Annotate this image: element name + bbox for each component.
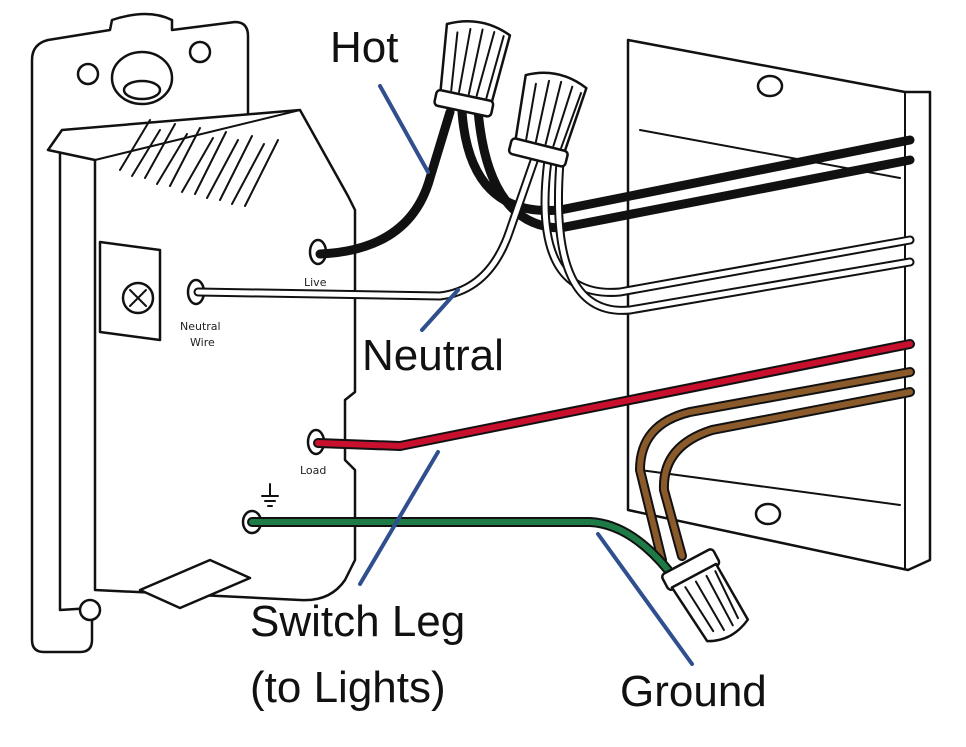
switch-leg-label-line2: (to Lights) <box>250 663 446 712</box>
box-mount-hole-bottom <box>754 502 782 526</box>
ground-label: Ground <box>620 667 767 716</box>
neutral-wire-switch <box>195 155 538 299</box>
hot-wire-switch <box>315 107 455 259</box>
wire-nut-hot <box>433 20 512 118</box>
hot-label: Hot <box>330 23 398 72</box>
ground-wire-switch <box>249 519 671 573</box>
leader-lines <box>358 84 694 666</box>
ground-symbol-icon <box>261 483 279 507</box>
wire-nut-ground <box>661 548 750 643</box>
hot-leader <box>378 84 430 174</box>
neutral-wire-box-2 <box>555 159 913 313</box>
switch-leg-wire <box>315 341 913 449</box>
neutral-leader <box>420 288 460 332</box>
neutral-wire-box-1 <box>542 157 913 295</box>
neutral-label: Neutral <box>362 331 504 380</box>
switch-leg-leader <box>358 450 440 586</box>
box-mount-hole-top <box>756 74 784 98</box>
hot-wire-box-2 <box>473 105 915 233</box>
ground-leader <box>596 532 694 666</box>
switch-device <box>30 12 357 654</box>
ground-wire-box-1 <box>636 369 913 563</box>
live-terminal-label: Live <box>304 276 327 289</box>
ground-wire-box-2 <box>660 389 913 559</box>
neutral-terminal-label-line2: Wire <box>190 336 215 349</box>
wire-nut-neutral <box>507 71 588 168</box>
load-terminal-label: Load <box>300 464 326 477</box>
switch-leg-label-line1: Switch Leg <box>250 597 465 646</box>
wires <box>193 105 915 575</box>
neutral-terminal-label-line1: Neutral <box>180 320 221 333</box>
